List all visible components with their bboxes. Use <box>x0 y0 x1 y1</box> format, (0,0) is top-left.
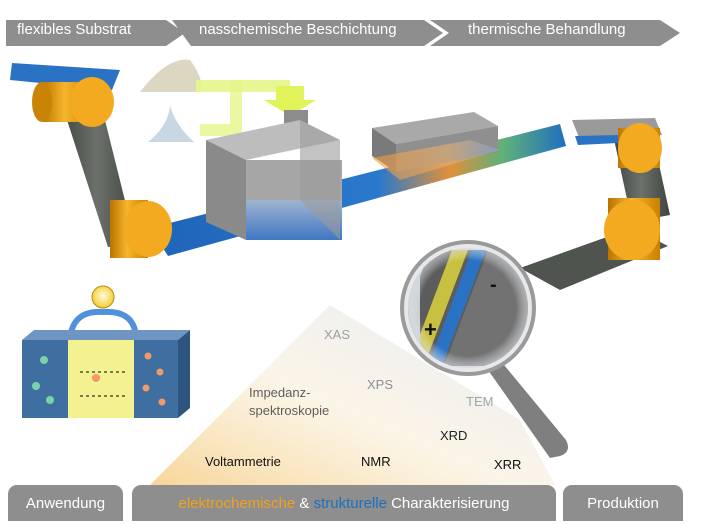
ampersand-label: & <box>295 494 314 512</box>
method-xrr: XRR <box>494 457 522 472</box>
characterization-fan <box>150 305 555 485</box>
droplet-icon <box>148 106 194 142</box>
lightbulb-icon <box>91 285 115 309</box>
step-arrow-3 <box>430 20 680 46</box>
step-arrow-1 <box>6 20 185 46</box>
minus-sign: - <box>490 274 497 296</box>
roller-bottom-left <box>110 200 172 258</box>
step-label-thermal: thermische Behandlung <box>468 21 626 38</box>
step-arrow-2 <box>172 20 443 46</box>
characterization-label: Charakterisierung <box>386 494 510 512</box>
method-xps: XPS <box>367 377 394 392</box>
method-nmr: NMR <box>361 454 391 469</box>
bottom-pill-production: Produktion <box>563 485 683 521</box>
structural-label: strukturelle <box>313 494 387 512</box>
battery-schematic <box>22 285 190 418</box>
production-label: Produktion <box>587 494 659 512</box>
plus-sign: + <box>424 317 437 342</box>
magnifier-icon <box>400 240 568 458</box>
method-voltammetry: Voltammetrie <box>205 454 281 469</box>
bottom-pill-application: Anwendung <box>8 485 123 521</box>
powder-pile-icon <box>140 59 202 92</box>
precursor-feed <box>140 59 316 142</box>
rollers <box>32 77 662 260</box>
method-xrd: XRD <box>440 428 468 443</box>
process-banner <box>6 20 680 46</box>
method-xas: XAS <box>324 327 351 342</box>
roller-top-left <box>32 77 114 127</box>
roller-bottom-right <box>604 198 660 260</box>
bottom-pill-characterization: elektrochemische & strukturelle Charakte… <box>132 485 556 521</box>
coating-bath <box>206 110 342 240</box>
electrochemical-label: elektrochemische <box>178 494 296 512</box>
step-label-coating: nasschemische Beschichtung <box>199 21 397 38</box>
step-label-substrate: flexibles Substrat <box>17 21 132 38</box>
oven <box>372 112 500 180</box>
application-label: Anwendung <box>25 494 106 512</box>
feed-arrow-icon <box>264 86 316 116</box>
roller-top-right <box>618 123 662 173</box>
method-impedance: Impedanz- spektroskopie <box>249 385 330 418</box>
method-tem: TEM <box>466 394 494 409</box>
